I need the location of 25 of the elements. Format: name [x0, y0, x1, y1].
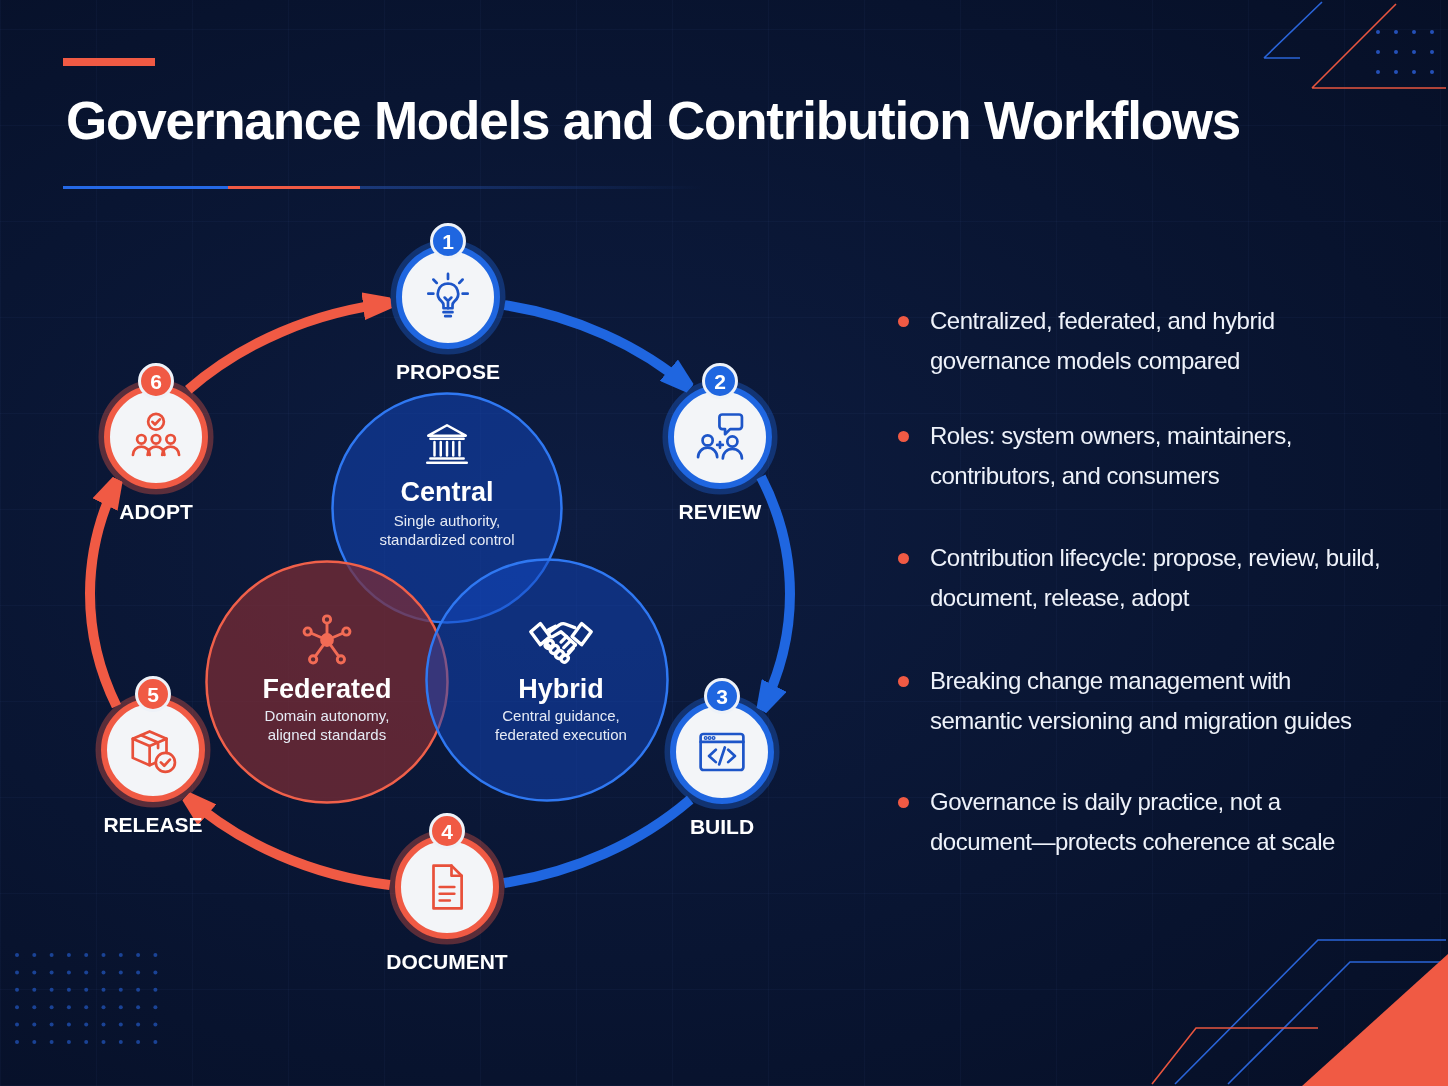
venn-heading: Central	[400, 476, 494, 508]
number-badge: 6	[138, 363, 174, 399]
bullet-text: Breaking change management with semantic versioning and migration guides	[930, 666, 1353, 736]
bullet-text: Governance is daily practice, not a document—protects coherence at scale	[930, 787, 1336, 857]
number-badge: 4	[429, 813, 465, 849]
venn-description: Central guidance, federated execution	[494, 706, 628, 744]
venn-description: Domain autonomy, aligned standards	[263, 706, 391, 744]
venn-heading: Federated	[262, 673, 392, 705]
number-badge: 5	[135, 676, 171, 712]
title: Governance Models and Contribution Workflows	[66, 90, 1241, 151]
step-label: RELEASE	[103, 812, 203, 837]
bullet-text: Contribution lifecycle: propose, review, build, document, release, adopt	[930, 543, 1382, 613]
bullet-text: Centralized, federated, and hybrid governance models compared	[930, 306, 1276, 376]
step-label: ADOPT	[119, 499, 193, 524]
step-label: REVIEW	[678, 499, 762, 524]
step-label: DOCUMENT	[386, 949, 508, 974]
number-badge: 2	[702, 363, 738, 399]
connector-line	[503, 795, 694, 888]
number-badge: 1	[430, 223, 466, 259]
venn-description: Single authority, standardized control	[378, 511, 516, 549]
venn-heading: Hybrid	[518, 673, 604, 705]
bullet-text: Roles: system owners, maintainers, contributors, and consumers	[930, 421, 1293, 491]
step-label: PROPOSE	[396, 359, 500, 384]
number-badge: 3	[704, 678, 740, 714]
step-label: BUILD	[689, 814, 755, 839]
